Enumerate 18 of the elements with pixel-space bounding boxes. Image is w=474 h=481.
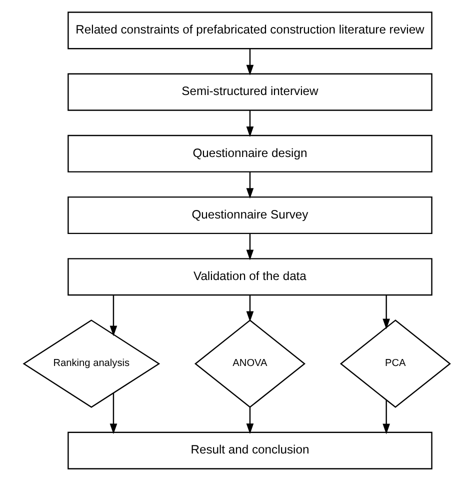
node-diamond: ANOVA [194,320,306,408]
node-box: Questionnaire Survey [68,196,432,234]
arrow [382,295,390,330]
arrow [246,234,254,260]
node-box: Related constraints of prefabricated construction literature review [68,12,432,50]
arrow [246,48,254,76]
arrow [382,400,390,434]
arrow [110,295,118,336]
arrow [246,172,254,199]
arrow [110,393,118,434]
arrow [246,407,254,434]
node-box: Semi-structured interview [68,73,432,111]
node-box: Questionnaire design [68,134,432,172]
arrow [246,295,254,322]
node-diamond: Ranking analysis [22,320,160,408]
arrow [246,110,254,137]
node-box: Validation of the data [68,258,432,296]
node-box: Result and conclusion [68,432,432,470]
